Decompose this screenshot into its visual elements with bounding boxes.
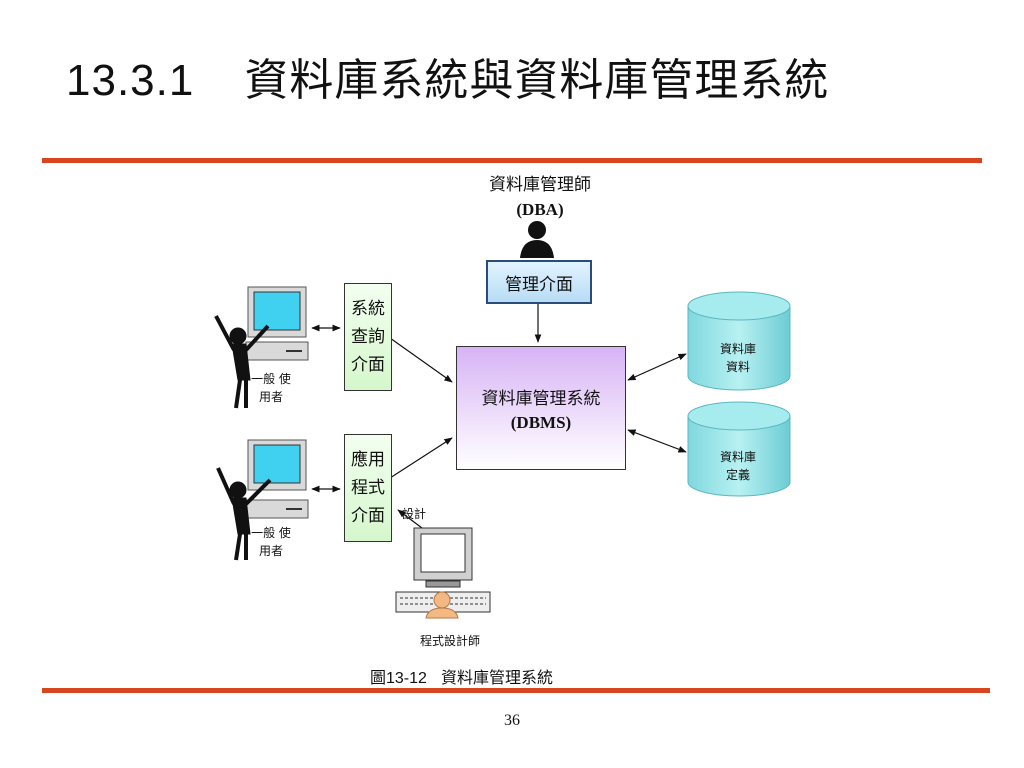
arrow-design bbox=[397, 509, 423, 529]
database-data-cylinder-icon bbox=[687, 291, 791, 391]
title-text: 資料庫系統與資料庫管理系統 bbox=[244, 55, 830, 106]
figure-caption: 圖13-12 資料庫管理系統 bbox=[370, 664, 553, 688]
app-interface-box: 應用程式介面 bbox=[344, 434, 392, 542]
user1-computer-icon bbox=[245, 286, 309, 361]
admin-interface-box: 管理介面 bbox=[486, 260, 592, 304]
arrow-dbms-def bbox=[627, 429, 687, 453]
programmer-workstation-icon bbox=[395, 527, 491, 619]
dba-title: 資料庫管理師 bbox=[489, 175, 591, 195]
page-number: 36 bbox=[504, 712, 520, 729]
user1-person-icon bbox=[214, 315, 270, 409]
slide-title: 13.3.1 資料庫系統與資料庫管理系統 bbox=[66, 44, 829, 108]
section-number: 13.3.1 bbox=[66, 56, 195, 105]
figure-number: 圖13-12 bbox=[370, 670, 427, 687]
top-rule bbox=[42, 158, 982, 163]
database-definition-label: 資料庫 定義 bbox=[719, 450, 756, 482]
user2-person-icon bbox=[216, 467, 272, 561]
arrow-query-to-dbms bbox=[389, 337, 453, 383]
bottom-rule bbox=[42, 688, 990, 693]
arrow-dbms-data bbox=[627, 353, 687, 381]
programmer-label: 程式設計師 bbox=[419, 634, 480, 648]
design-label: 設計 bbox=[402, 507, 427, 521]
figure-caption-text: 資料庫管理系統 bbox=[440, 668, 553, 687]
dba-abbreviation: (DBA) bbox=[516, 200, 564, 219]
dbms-abbreviation: (DBMS) bbox=[510, 412, 572, 432]
user1-label: 一般 使用者 bbox=[251, 372, 291, 404]
dbms-title: 資料庫管理系統 bbox=[481, 388, 601, 409]
admin-interface-label: 管理介面 bbox=[505, 274, 573, 295]
database-definition-cylinder-icon bbox=[687, 401, 791, 497]
app-interface-label: 應用程式介面 bbox=[351, 450, 385, 526]
query-interface-box: 系統查詢介面 bbox=[344, 283, 392, 391]
query-interface-label: 系統查詢介面 bbox=[351, 299, 385, 375]
database-data-label: 資料庫 資料 bbox=[719, 342, 756, 374]
user2-label: 一般 使用者 bbox=[251, 526, 291, 558]
arrow-app-to-dbms bbox=[389, 437, 453, 479]
user2-computer-icon bbox=[245, 439, 309, 519]
dba-person-icon bbox=[520, 221, 554, 258]
dbms-box: 資料庫管理系統 (DBMS) bbox=[456, 346, 626, 470]
